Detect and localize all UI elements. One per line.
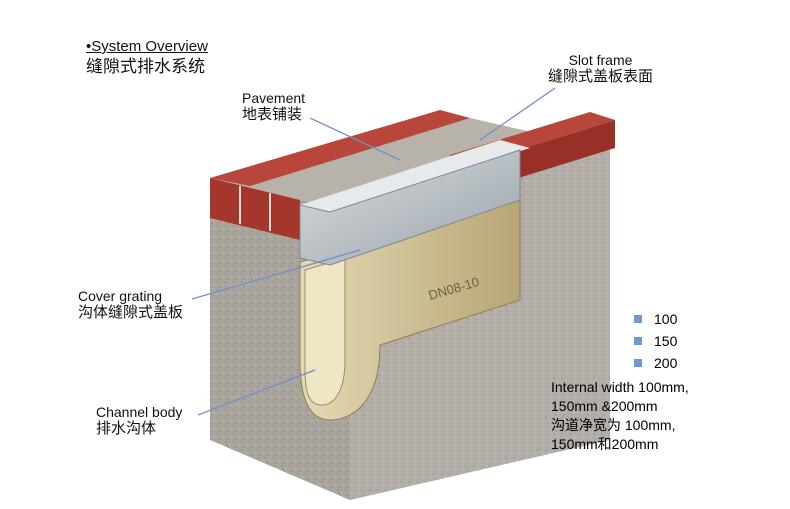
callout-pavement: Pavement 地表铺装	[242, 90, 306, 124]
callout-channel-body: Channel body 排水沟体	[96, 404, 183, 438]
callout-slot-frame: Slot frame 缝隙式盖板表面	[548, 52, 654, 86]
system-title: •System Overview 缝隙式排水系统	[86, 38, 208, 77]
legend-item-150: 150	[634, 330, 677, 352]
title-zh: 缝隙式排水系统	[86, 57, 205, 77]
channel-opening	[304, 257, 346, 406]
size-legend: 100 150 200	[634, 308, 677, 374]
cover-grating	[299, 149, 521, 266]
callout-cover-grating: Cover grating 沟体缝隙式盖板	[78, 288, 184, 322]
legend-swatch	[634, 315, 642, 323]
title-en: •System Overview	[86, 38, 208, 55]
legend-item-200: 200	[634, 352, 677, 374]
legend-swatch	[634, 337, 642, 345]
leader-lines	[191, 87, 556, 416]
width-note: Internal width 100mm, 150mm &200mm 沟道净宽为…	[551, 379, 689, 452]
legend-item-100: 100	[634, 308, 677, 330]
legend-swatch	[634, 359, 642, 367]
pavement-bricks-left	[210, 110, 470, 240]
slot-frame	[300, 140, 530, 212]
